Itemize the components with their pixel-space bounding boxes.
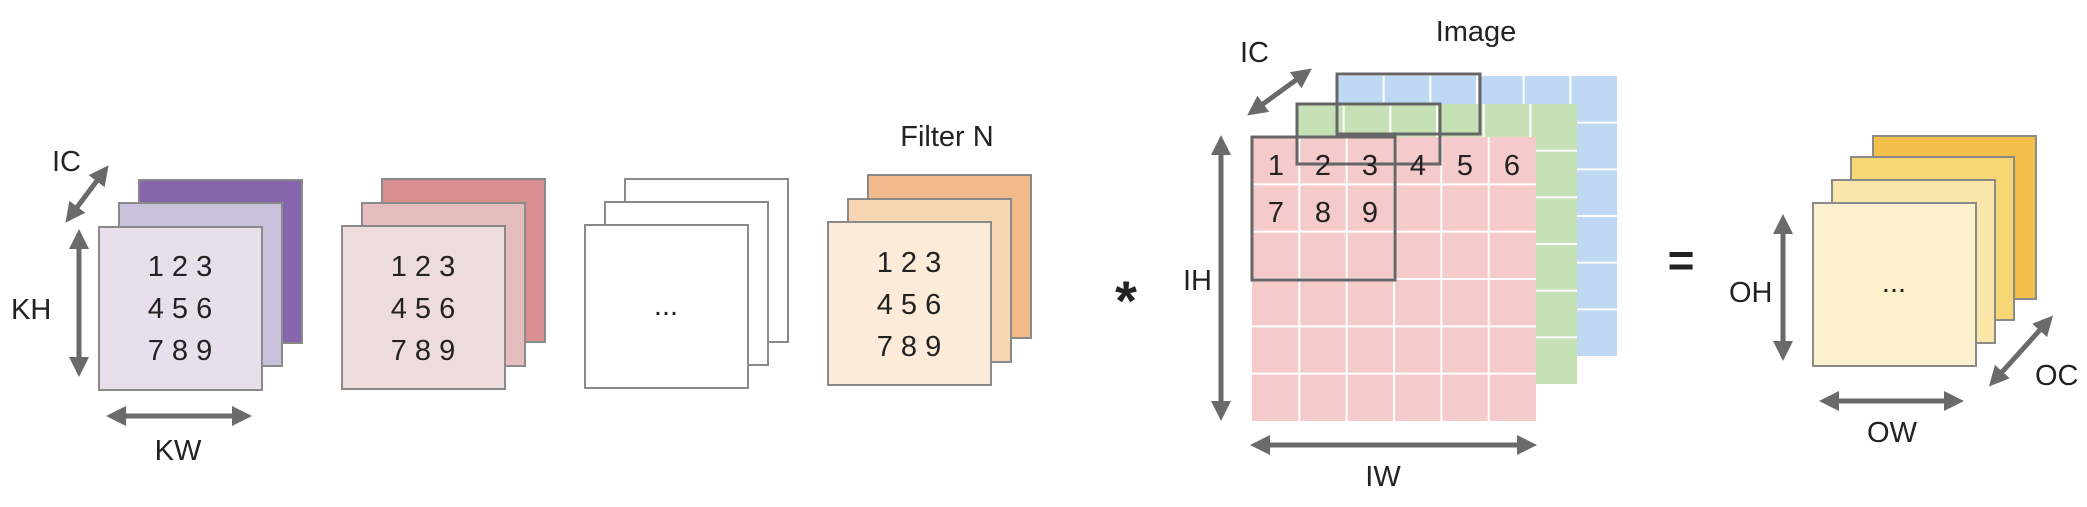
image-cell-5: 5 [1457, 150, 1473, 182]
kw-label: KW [155, 435, 202, 467]
filter-n-title: Filter N [900, 121, 993, 153]
equals-operator: = [1668, 234, 1695, 286]
filter-n-row-3: 7 8 9 [877, 331, 942, 363]
output-ellipsis: ... [1882, 267, 1906, 299]
oc-label: OC [2035, 360, 2079, 392]
filter-1-row-1: 1 2 3 [148, 251, 213, 283]
image-title: Image [1436, 16, 1517, 48]
filter-1-row-2: 4 5 6 [148, 293, 213, 325]
image-cell-8: 8 [1315, 197, 1331, 229]
filter-1: 1 2 3 4 5 6 7 8 9 [98, 179, 303, 391]
green-window-outline [1295, 102, 1442, 166]
filter-2-row-3: 7 8 9 [391, 335, 456, 367]
iw-label: IW [1365, 461, 1401, 493]
red-window-outline [1250, 135, 1397, 282]
output-layer-4 [1812, 202, 1977, 367]
filter-1-row-3: 7 8 9 [148, 335, 213, 367]
filter-1-front-layer [98, 226, 263, 391]
filter-2-row-1: 1 2 3 [391, 251, 456, 283]
filter-3-front-layer [584, 224, 749, 389]
filter-n-row-2: 4 5 6 [877, 289, 942, 321]
image-ic-arrow [1247, 68, 1312, 116]
ow-label: OW [1867, 417, 1918, 449]
filter-n: 1 2 3 4 5 6 7 8 9 [827, 174, 1032, 386]
ih-label: IH [1183, 265, 1212, 297]
image-ic-label: IC [1240, 37, 1269, 69]
oc-arrow [1988, 315, 2054, 387]
oh-label: OH [1729, 277, 1773, 309]
ic-label: IC [52, 146, 81, 178]
image-cell-2: 2 [1315, 150, 1331, 182]
output-tensor: ... [1812, 135, 2037, 367]
image-cell-6: 6 [1504, 150, 1520, 182]
filter-n-front-layer [827, 221, 992, 386]
filter-3-ellipsis: ... [654, 290, 678, 322]
filter-2: 1 2 3 4 5 6 7 8 9 [341, 178, 546, 390]
filter-2-row-2: 4 5 6 [391, 293, 456, 325]
filter-3: ... [584, 178, 789, 389]
image-cell-7: 7 [1268, 197, 1284, 229]
kh-label: KH [11, 294, 51, 326]
image-cell-3: 3 [1362, 150, 1378, 182]
image-cell-4: 4 [1410, 150, 1426, 182]
ic-arrow [65, 165, 109, 223]
filter-2-front-layer [341, 225, 506, 390]
image-cell-9: 9 [1362, 197, 1378, 229]
convolution-operator: * [1115, 269, 1137, 332]
filter-n-row-1: 1 2 3 [877, 247, 942, 279]
image-cell-1: 1 [1268, 150, 1284, 182]
